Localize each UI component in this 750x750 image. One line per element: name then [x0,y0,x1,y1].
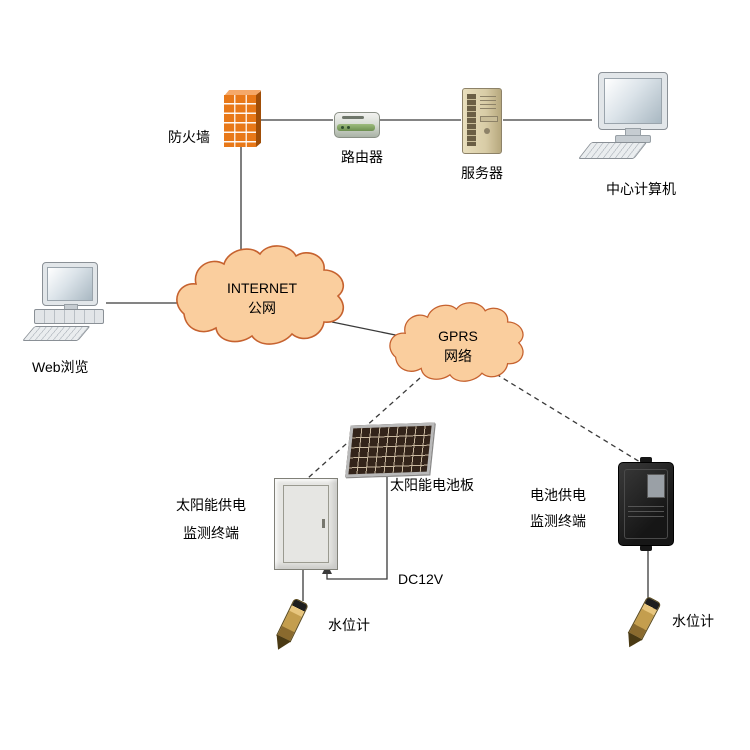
monitor-screen [604,78,662,124]
web-browser-label: Web浏览 [32,359,89,375]
router-front-stripe [337,124,375,131]
server-cd-slot [480,116,498,122]
solar-terminal-label-line1: 太阳能供电 [176,497,246,513]
desktop-case [34,309,104,324]
router-slot [342,116,364,119]
server-label: 服务器 [461,165,503,181]
server-vents [480,96,496,110]
firewall-icon [224,90,266,148]
keyboard-icon [22,326,91,341]
dc-power-label: DC12V [398,571,444,587]
server-power-button [484,128,490,134]
mount-tab-bottom [640,545,652,551]
monitor-frame [598,72,668,130]
terminal-label-plate [647,474,665,498]
cabinet-door [283,485,329,563]
gprs-cloud-label-line2: 网络 [444,348,472,364]
keyboard-icon [578,142,648,159]
solar-terminal-cabinet-icon [274,478,338,570]
firewall-brick-wall [224,95,256,147]
web-computer-icon [22,262,118,348]
router-icon [334,108,380,140]
terminal-panel [624,469,668,539]
central-computer-label: 中心计算机 [606,181,676,197]
battery-terminal-label-line1: 电池供电 [530,487,586,503]
server-drive-bay [467,94,476,146]
internet-cloud-label: INTERNET 公网 [192,278,332,318]
router-led [341,126,344,129]
water-gauge-right-label: 水位计 [672,613,714,629]
gprs-cloud-label: GPRS 网络 [398,326,518,366]
water-gauge-left-label: 水位计 [328,617,370,633]
battery-terminal-label-line2: 监测终端 [530,513,586,529]
gprs-battery-terminal-line [495,373,641,463]
solar-panel-icon [345,422,435,478]
internet-cloud-label-line1: INTERNET [227,280,297,296]
monitor-screen [47,267,93,301]
server-icon [462,88,502,154]
router-label: 路由器 [341,149,383,165]
internet-cloud-label-line2: 公网 [248,300,276,316]
firewall-side-face [256,90,261,148]
solar-panel-label: 太阳能电池板 [390,477,474,493]
monitor-frame [42,262,98,306]
gprs-cloud-label-line1: GPRS [438,328,478,344]
cabinet-handle [322,519,325,528]
central-computer-icon [576,72,686,167]
solar-terminal-label-line2: 监测终端 [183,525,239,541]
mount-tab-top [640,457,652,463]
battery-terminal-icon [618,457,674,551]
terminal-text-lines [628,506,664,520]
firewall-label: 防火墙 [168,129,210,145]
router-led [347,126,350,129]
